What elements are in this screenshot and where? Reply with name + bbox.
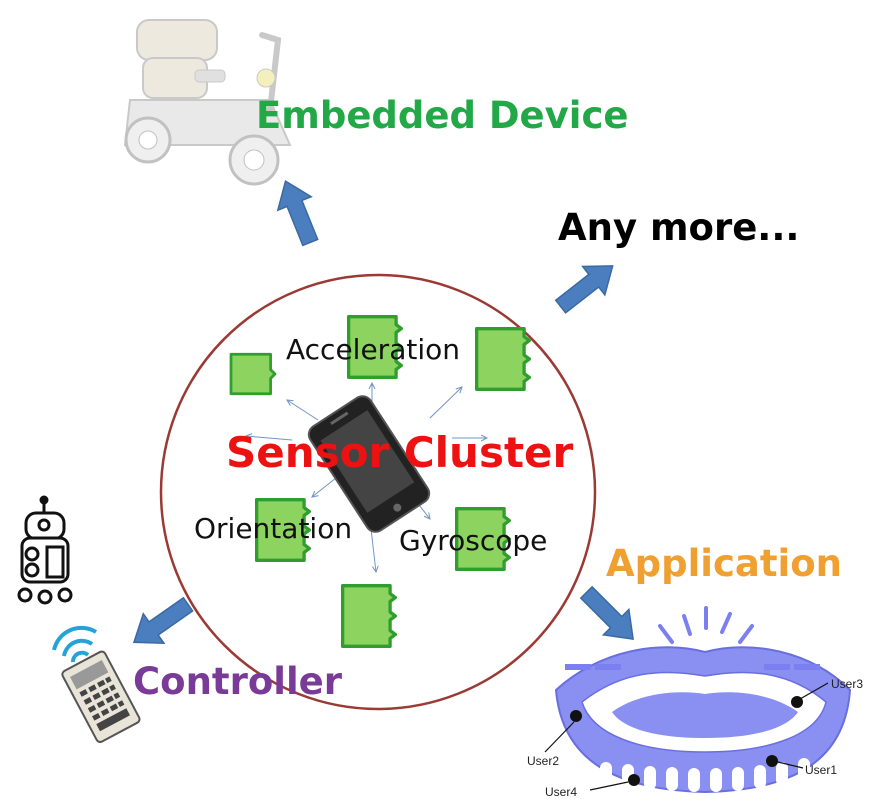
remote-controller-icon: [52, 625, 141, 743]
stadium-user3-label: User3: [831, 677, 864, 691]
robot-icon: [17, 495, 73, 605]
stadium-user4-label: User4: [545, 785, 578, 799]
acceleration-label: Acceleration: [286, 333, 460, 366]
arrow-to-application: [579, 585, 634, 640]
any-more-label: Any more...: [558, 206, 800, 249]
mobility-scooter-icon: [123, 19, 292, 186]
application-label: Application: [606, 542, 843, 585]
embedded-device-label: Embedded Device: [256, 94, 629, 137]
sensor-component: [340, 584, 398, 648]
arrow-to-embedded-device: [276, 180, 319, 247]
sensor-component: [474, 327, 532, 391]
gyroscope-label: Gyroscope: [399, 524, 548, 557]
smartphone-icon: [307, 395, 431, 533]
orientation-label: Orientation: [194, 512, 353, 545]
stadium-icon: [544, 606, 852, 794]
controller-label: Controller: [133, 660, 342, 703]
stadium-user2-label: User2: [527, 754, 560, 768]
stadium-user1-label: User1: [805, 763, 838, 777]
arrow-to-controller: [132, 596, 194, 645]
sensor-component: [229, 352, 277, 396]
arrow-to-any-more: [554, 265, 614, 314]
sensor-cluster-label: Sensor Cluster: [226, 428, 574, 477]
